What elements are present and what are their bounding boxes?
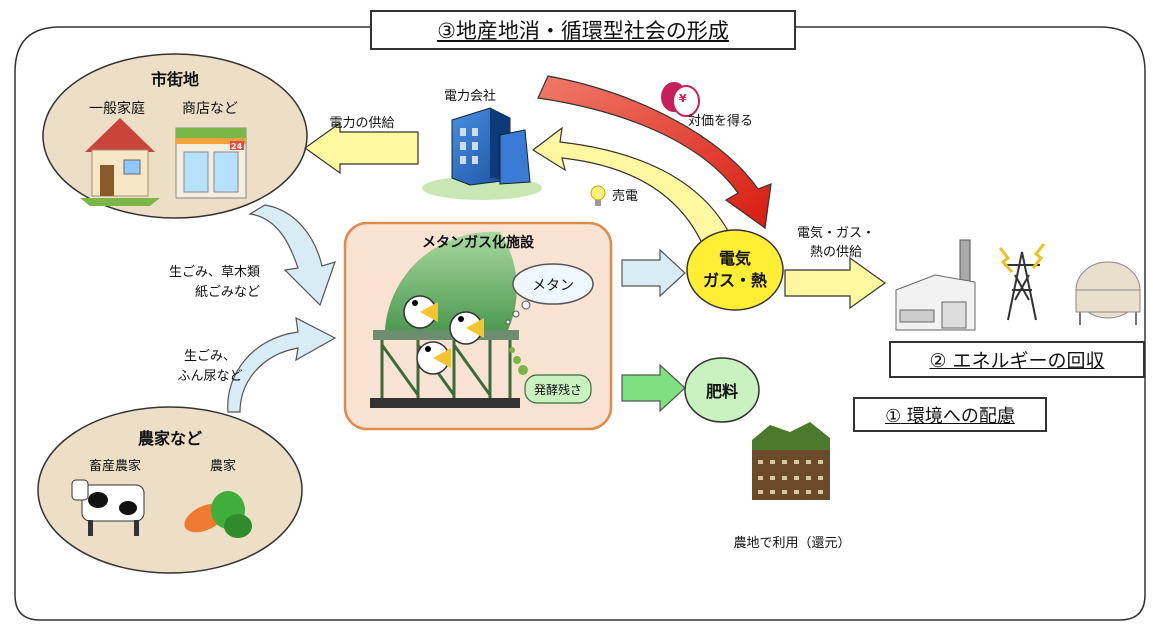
factory-icon: [895, 239, 976, 331]
energy-supply-line-1: 電気・ガス・: [796, 226, 875, 241]
waste-farm-line-2: ふん尿など: [177, 369, 243, 384]
livestock-label: 畜産農家: [88, 459, 142, 474]
lightbulb-icon: [590, 185, 606, 206]
energy-output-label: 電気 ガス・熱: [687, 248, 783, 292]
residue-label: 発酵残さ: [533, 383, 583, 397]
power-supply-label: 電力の供給: [329, 116, 395, 131]
arrow-sell-power: [531, 126, 736, 251]
microbe-icon: [449, 311, 484, 345]
farmland-icon: [752, 422, 830, 500]
waste-city-line-1: 生ごみ、草木類: [168, 265, 260, 280]
energy-output-line-1: 電気: [718, 249, 751, 268]
microbe-icon: [403, 295, 438, 329]
waste-farm-label: 生ごみ、 ふん尿など: [165, 347, 255, 387]
household-label: 一般家庭: [89, 101, 145, 117]
energy-supply-label: 電気・ガス・ 熱の供給: [790, 224, 882, 262]
yen-icon: [661, 82, 700, 117]
energy-circle: [686, 229, 784, 311]
power-company-label: 電力会社: [443, 89, 497, 104]
waste-city-label: 生ごみ、草木類 紙ごみなど: [150, 263, 260, 303]
energy-supply-line-2: 熱の供給: [809, 245, 862, 260]
energy-output-line-2: ガス・熱: [702, 271, 767, 290]
compensation-label: 対価を得る: [688, 114, 754, 129]
shop-label: 商店など: [182, 101, 238, 117]
arrow-power-supply: [303, 121, 419, 175]
facility-heading: メタンガス化施設: [422, 235, 534, 251]
microbe-icon: [416, 341, 451, 375]
waste-city-line-2: 紙ごみなど: [194, 285, 260, 300]
cow-icon: [71, 479, 145, 536]
farmland-use-label: 農地で利用（還元）: [733, 536, 851, 551]
sell-power-label: 売電: [612, 189, 639, 204]
waste-farm-line-1: 生ごみ、: [183, 349, 236, 364]
page-title: ③地産地消・循環型社会の形成: [370, 10, 796, 50]
arrow-city-waste: [248, 204, 336, 307]
energy-recovery-label: ② エネルギーの回収: [889, 341, 1145, 378]
methane-cloud: [505, 263, 594, 325]
vegetables-icon: [184, 491, 252, 538]
arrow-to-energy: [621, 248, 686, 298]
environment-care-label: ① 環境への配慮: [853, 397, 1047, 432]
farmer-label: 農家: [209, 459, 237, 474]
yen-mark: ¥: [679, 92, 687, 105]
arrow-to-fertilizer: [621, 363, 686, 413]
fertilizer-label: 肥料: [705, 382, 739, 401]
city-heading: 市街地: [150, 70, 200, 89]
fertilizer-circle: [684, 357, 760, 423]
arrow-farm-waste: [227, 316, 337, 413]
arrow-energy-supply: [784, 256, 887, 310]
methane-label: メタン: [532, 278, 574, 294]
outer-frame: [14, 26, 1146, 621]
power-tower-icon: [998, 243, 1046, 321]
arrow-compensation: [537, 75, 772, 230]
farm-heading: 農家など: [137, 429, 203, 448]
residue-bubble: [509, 347, 592, 404]
building-icon: [422, 107, 542, 200]
shop-sign: 24: [231, 142, 243, 151]
house-icon: [80, 118, 160, 206]
gas-tank-icon: [1075, 261, 1141, 325]
shop-icon: [175, 127, 247, 199]
